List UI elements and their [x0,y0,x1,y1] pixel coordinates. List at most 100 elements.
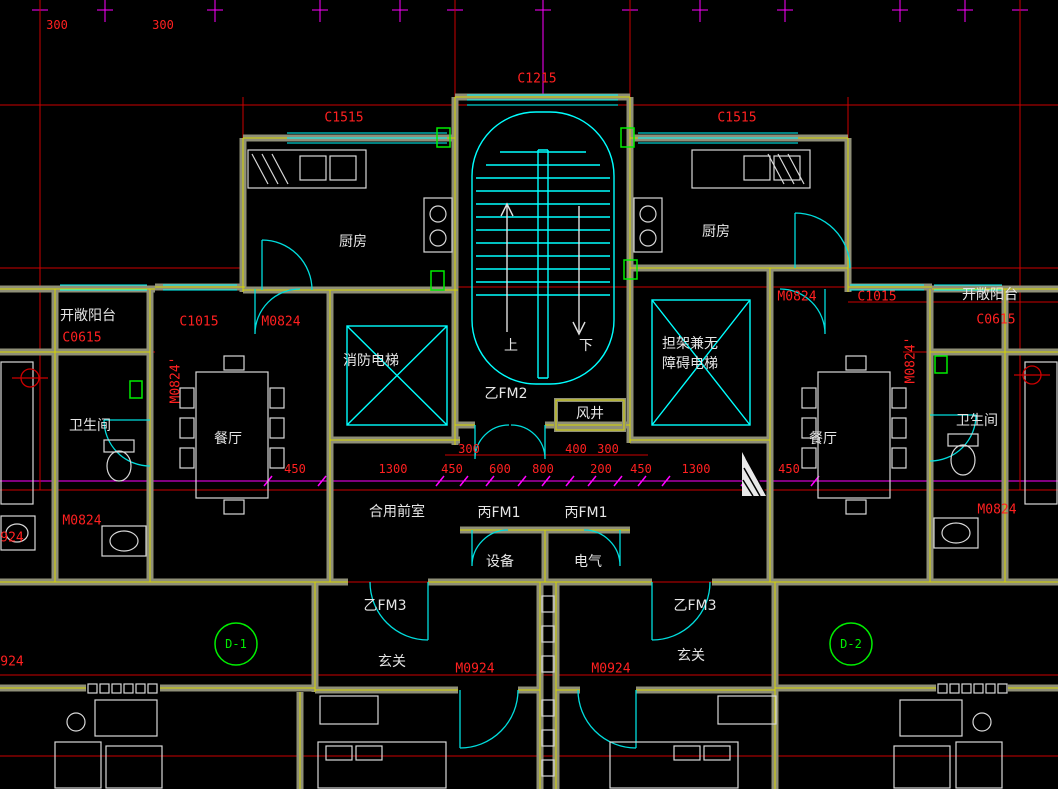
stove-left [423,197,453,253]
dim-upper-2: 300 [597,442,619,456]
hatch-triangle [742,452,767,497]
label-m0924-edge-cut2: 924 [0,654,24,670]
sofa-bottom-left [54,699,163,789]
label-c0615-right: C0615 [976,312,1016,328]
edge-cabinet-left [0,361,36,551]
door-fm2-leaf1 [474,424,510,460]
elevator-left [346,325,448,426]
bed-center-right [609,741,739,789]
label-foyer-right: 玄关 [677,648,705,664]
label-balcony-left: 开敞阳台 [60,308,116,324]
dim-300-b: 300 [152,18,174,32]
label-c0615-left: C0615 [62,330,102,346]
label-stretcher-elevator-2: 障碍电梯 [662,356,718,372]
label-c1515-left: C1515 [324,110,364,126]
dash-row-right [937,683,1008,694]
door-fm3-right [651,581,711,641]
window-symbols [60,94,1002,291]
dim-main-7: 1300 [681,462,711,476]
label-c1215: C1215 [517,71,557,87]
label-axis-d2: D-2 [840,637,862,651]
wall-layer [0,97,1058,789]
label-bathroom-right: 卫生间 [956,413,998,429]
dash-row-left [87,683,158,694]
elevator-right [651,299,751,426]
label-m0924-left: M0924 [455,661,495,677]
window-c0615-right [934,284,1002,291]
switch-icon [436,127,451,148]
door-fm2-leaf2 [510,424,546,460]
axis-bubble-d2 [829,622,873,666]
window-c1015-right [850,284,924,291]
label-m0824-left-low: M0824 [62,513,102,529]
furniture-layer [0,149,1058,789]
label-equipment: 设备 [486,554,514,570]
bed-center-left [317,741,447,789]
switch-icon [129,380,143,399]
label-m0824-right-top: M0824 [777,289,817,305]
label-kitchen-left: 厨房 [339,234,367,250]
label-fire-elevator: 消防电梯 [343,353,399,369]
window-c1215 [467,94,618,106]
edge-cabinet-right [1024,361,1058,505]
dim-main-0: 450 [284,462,306,476]
sink-right [933,517,979,549]
label-bathroom-left: 卫生间 [69,418,111,434]
door-kitchen-right [794,212,851,269]
label-m0824-right-low: M0824 [977,502,1017,518]
dining-table-right [801,355,907,515]
dim-main-4: 800 [532,462,554,476]
door-arcs [103,212,977,749]
label-front-room: 合用前室 [369,504,425,520]
label-fm3-left: 乙FM3 [363,598,407,614]
label-axis-d1: D-1 [225,637,247,651]
label-m0824-right-side: M0824' [903,336,919,384]
label-m0824-left-side: M0824' [168,356,184,404]
door-kitchen-left [261,239,313,291]
label-dining-right: 餐厅 [809,431,837,447]
label-m0924-right: M0924 [591,661,631,677]
sofa-bottom-right [893,699,1003,789]
dim-main-6: 450 [630,462,652,476]
door-m0924-left [459,689,519,749]
wardrobe-right [717,695,777,725]
door-m0824-right [779,288,826,335]
label-air-shaft: 风井 [576,406,604,422]
label-c1515-right: C1515 [717,110,757,126]
toilet-right [947,433,979,476]
green-markers [129,127,948,666]
label-foyer-left: 玄关 [378,654,406,670]
stair-direction-arrows [500,202,586,336]
switch-icon [934,355,948,374]
dim-upper-0: 300 [458,442,480,456]
sink-left [101,525,147,557]
switch-icon [623,259,638,280]
label-stretcher-elevator-1: 担架兼无 [662,336,718,352]
label-electric: 电气 [574,554,602,570]
door-bath-right [929,414,977,462]
window-c1015-left [163,284,237,291]
party-wall-blocks [541,595,555,777]
dim-main-1: 1300 [378,462,408,476]
door-m0824-left [254,288,301,335]
toilet-left [103,439,135,482]
label-m0924-edge-cut: 924 [0,530,24,546]
grid-red [0,0,1058,757]
dining-table-left [179,355,285,515]
stove-right [633,197,663,253]
dim-main-3: 600 [489,462,511,476]
dim-main-2: 450 [441,462,463,476]
dim-300-a: 300 [46,18,68,32]
staircase [471,111,615,385]
wardrobe-left [319,695,379,725]
dim-main-5: 200 [590,462,612,476]
label-fm1-right: 丙FM1 [564,505,608,521]
label-stair-up: 上 [504,338,518,354]
axis-bubble-d1 [214,622,258,666]
kitchen-counter-left [247,149,367,189]
kitchen-counter-right [691,149,811,189]
switch-icon [620,127,635,148]
label-kitchen-right: 厨房 [702,224,730,240]
